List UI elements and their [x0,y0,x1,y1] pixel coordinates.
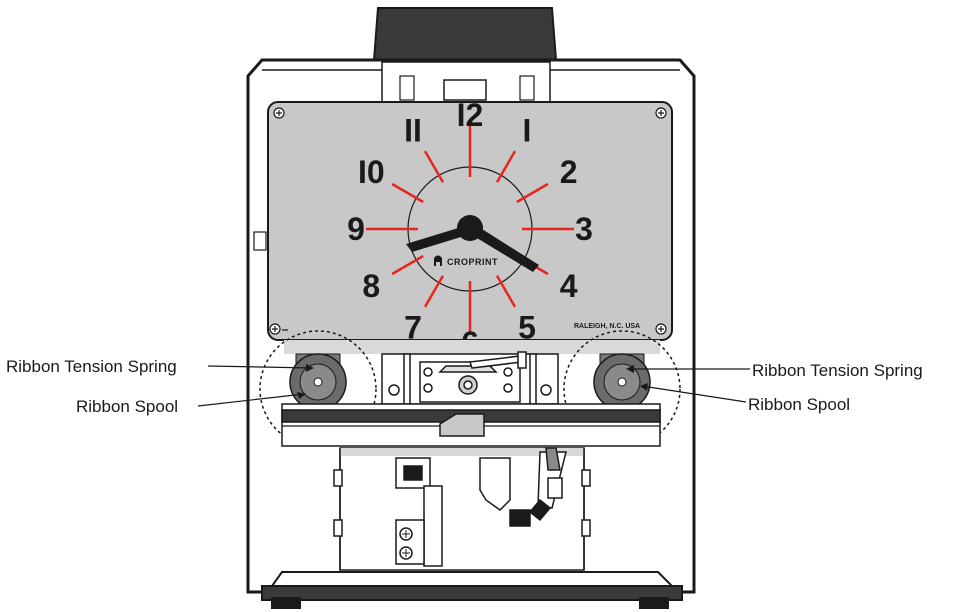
side-tab [253,231,267,251]
callout-leaders [197,365,750,407]
leader-left-spring [207,365,313,369]
hour-numeral: 9 [347,211,365,247]
hand-hub [457,215,483,241]
brand-a-icon [434,255,442,266]
hour-tick [391,254,424,276]
hour-numeral: 4 [560,268,578,304]
hour-numeral: 3 [575,211,593,247]
hour-tick [495,275,517,308]
hour-numeral: I2 [457,97,484,133]
plate-screws [269,107,667,335]
location-text: RALEIGH, N.C. USA [574,323,640,330]
hour-numeral: II [404,112,422,148]
latch-right-tab [519,75,535,101]
brand-text: CROPRINT [447,257,498,267]
hour-tick [495,150,517,183]
latch-left-tab [399,75,415,101]
hour-hand [406,225,474,252]
hour-numeral: I [523,112,532,148]
hour-numeral: 5 [518,310,536,346]
label-right-tension-spring: Ribbon Tension Spring [752,361,923,380]
leader-right-spool [641,385,747,403]
label-left-ribbon-spool: Ribbon Spool [76,397,178,416]
leader-left-spool [197,393,305,407]
hour-tick [391,182,424,204]
hour-numeral: 2 [560,154,578,190]
minute-hand [467,224,539,272]
hour-tick [423,275,445,308]
latch-slot [443,79,487,101]
under-plate-strip [284,340,660,354]
clock-hands [406,215,539,272]
right-ribbon-spool [593,353,651,411]
brand-logo: CROPRINT [434,255,498,267]
print-mechanism-plate [381,351,559,405]
hour-tick [516,182,549,204]
top-cover [372,7,558,61]
ribbon-bar [281,403,661,447]
hour-numeral: 8 [362,268,380,304]
callout-arrows [297,364,648,399]
hour-tick [423,150,445,183]
label-left-tension-spring: Ribbon Tension Spring [6,357,177,376]
hour-ticks [366,125,574,333]
left-ribbon-spool [289,353,347,411]
lower-mechanism [333,447,591,571]
hour-numerals: I2I23456789I0II [347,97,593,361]
clock-base [261,571,683,609]
hour-numeral: I0 [358,154,385,190]
hour-numeral: 7 [404,310,422,346]
label-right-ribbon-spool: Ribbon Spool [748,395,850,414]
